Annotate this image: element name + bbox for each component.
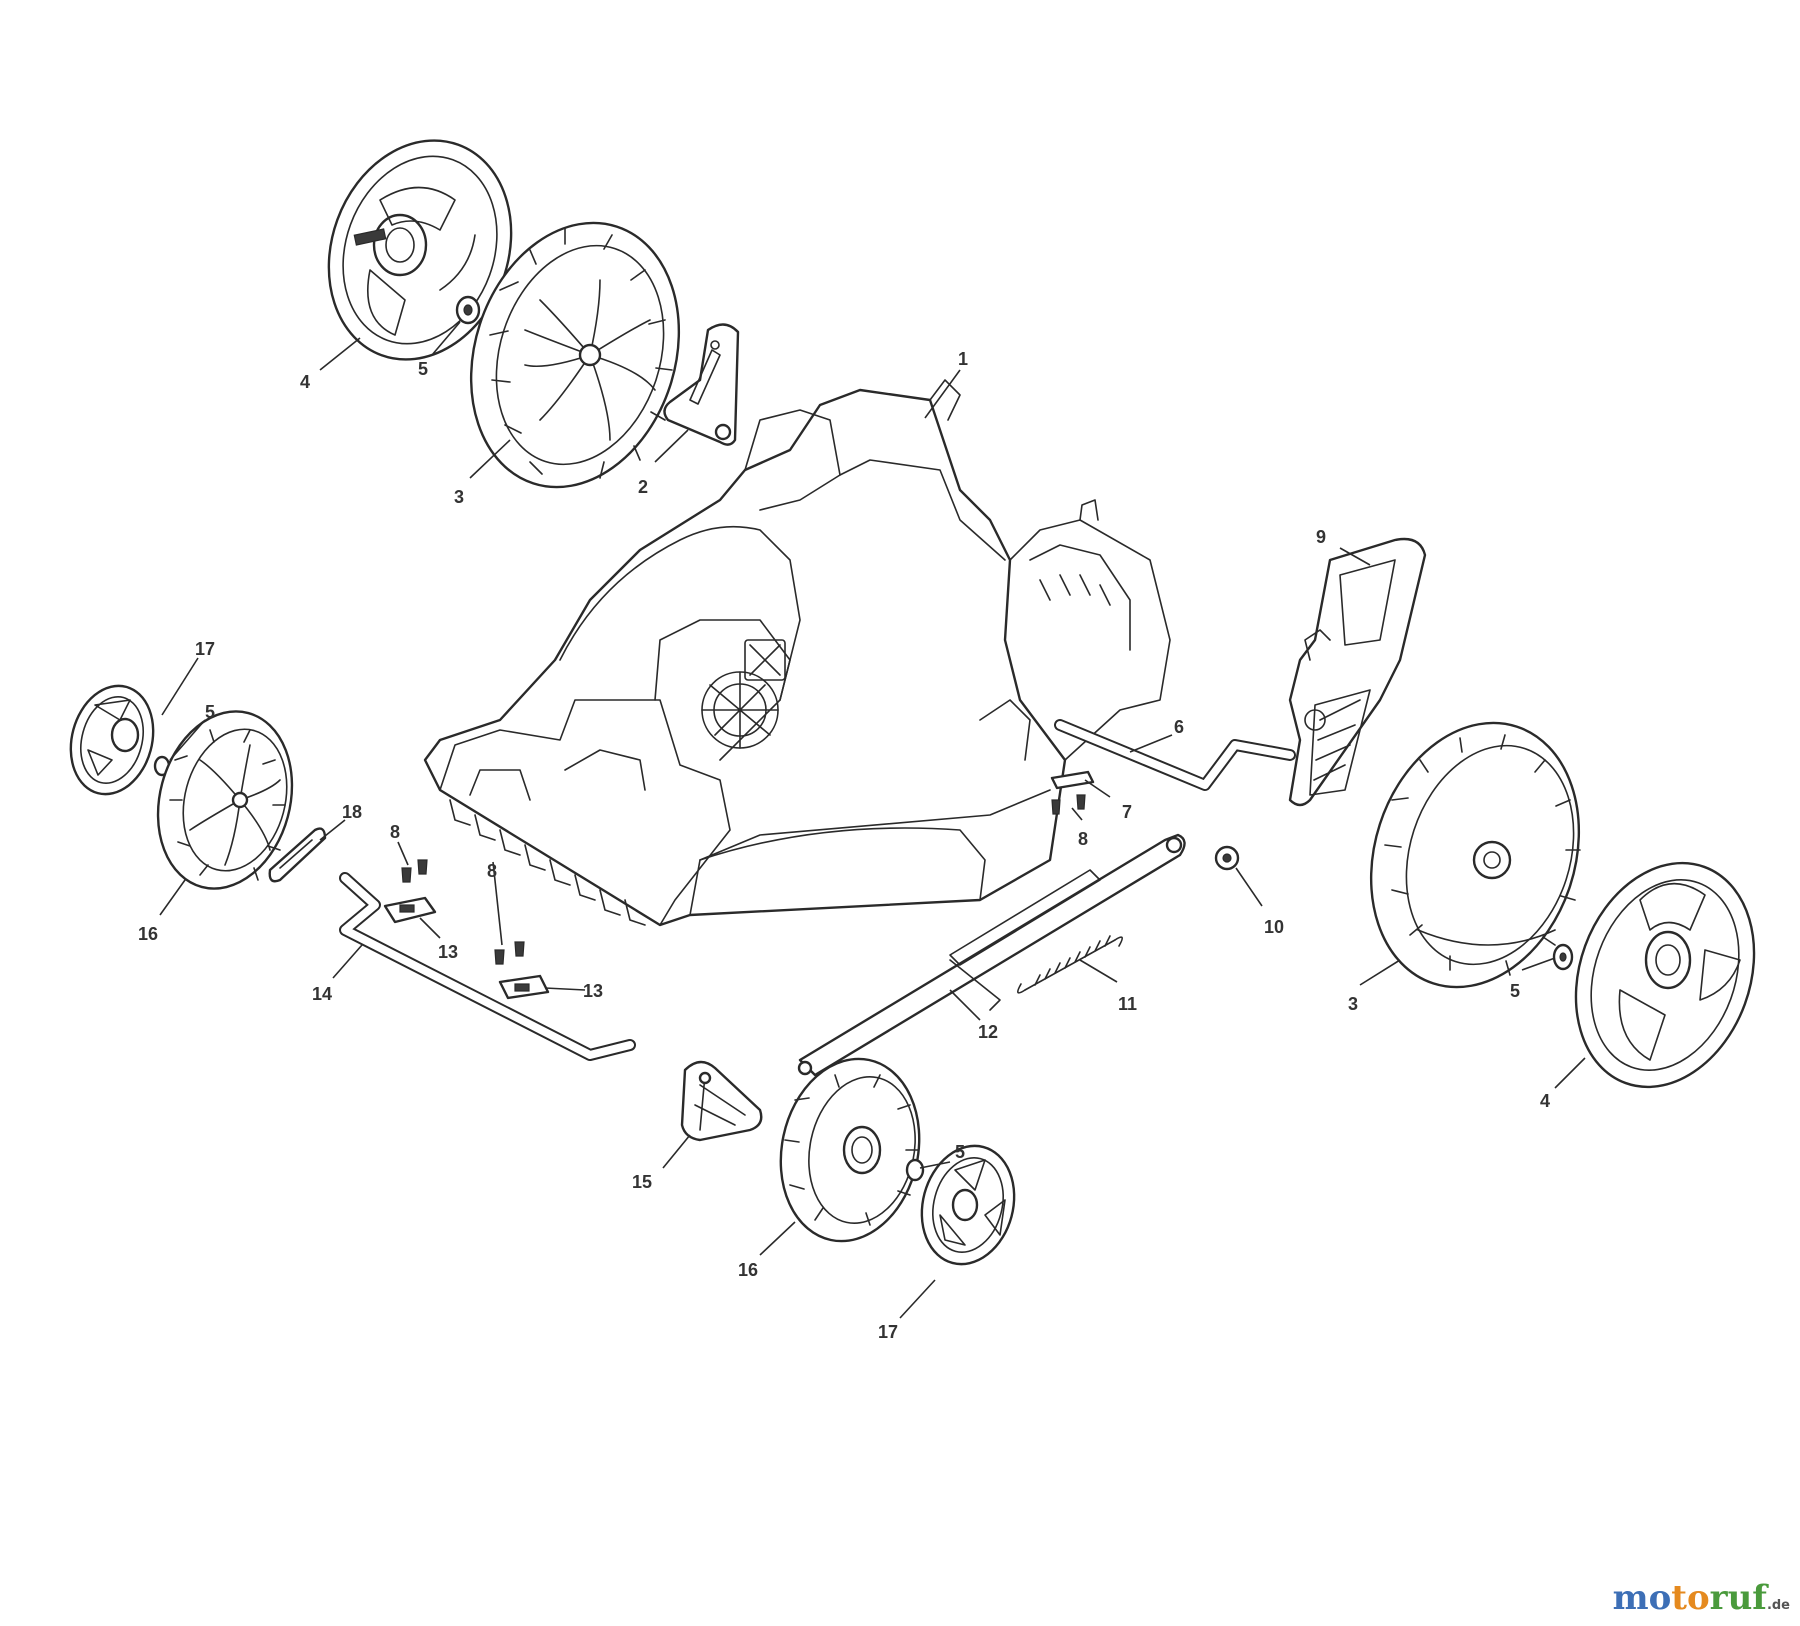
- part-clip-upper: [383, 896, 437, 924]
- callout-11: 11: [1118, 994, 1137, 1014]
- callout-12: 12: [978, 1022, 998, 1042]
- part-adjust-lever: [797, 833, 1186, 1077]
- callout-9: 9: [1316, 527, 1326, 547]
- part-mower-deck-housing: [423, 379, 1171, 927]
- callout-4: 4: [300, 372, 310, 392]
- callout-17: 17: [878, 1322, 898, 1342]
- callout-3: 3: [1348, 994, 1358, 1014]
- callout-2: 2: [638, 477, 648, 497]
- part-rear-wheel-right: [1369, 721, 1581, 989]
- callout-6: 6: [1174, 717, 1184, 737]
- callout-15: 15: [632, 1172, 652, 1192]
- brand-part-3: ruf: [1709, 1578, 1767, 1618]
- part-screws-left-lower: [494, 941, 525, 965]
- part-screws-right: [1051, 794, 1086, 815]
- part-rear-wheel-upper-left: [469, 221, 681, 489]
- part-screws-left-upper: [401, 859, 428, 883]
- callout-5: 5: [205, 702, 215, 722]
- part-washer-right: [1552, 943, 1574, 971]
- callout-16: 16: [738, 1260, 758, 1280]
- callout-18: 18: [342, 802, 362, 822]
- callout-13: 13: [583, 981, 603, 1001]
- callout-3: 3: [454, 487, 464, 507]
- callout-10: 10: [1264, 917, 1284, 937]
- part-handle-bracket: [1288, 537, 1427, 807]
- part-washer-upper: [455, 295, 481, 325]
- part-nut: [1214, 845, 1240, 871]
- part-spring: [1017, 935, 1123, 994]
- part-clip-lower: [498, 974, 550, 1000]
- brand-part-1: mo: [1612, 1578, 1672, 1618]
- part-front-wheel-bottom: [779, 1057, 921, 1243]
- callout-5: 5: [955, 1142, 965, 1162]
- part-wheel-cap-front-left: [69, 684, 155, 796]
- brand-part-2: to: [1671, 1578, 1710, 1618]
- callout-14: 14: [312, 984, 332, 1004]
- part-small-bracket: [268, 827, 327, 883]
- callout-8: 8: [1078, 829, 1088, 849]
- part-washer-bottom: [905, 1158, 925, 1182]
- part-wheel-cover-upper-left: [327, 139, 513, 361]
- callout-5: 5: [1510, 981, 1520, 1001]
- callout-4: 4: [1540, 1091, 1550, 1111]
- callout-16: 16: [138, 924, 158, 944]
- callout-1: 1: [958, 349, 968, 369]
- callout-5: 5: [418, 359, 428, 379]
- part-front-axle-rod: [339, 872, 636, 1061]
- part-front-bracket: [680, 1060, 763, 1142]
- callout-13: 13: [438, 942, 458, 962]
- part-wheel-cap-bottom: [920, 1144, 1016, 1266]
- callout-8: 8: [390, 822, 400, 842]
- callout-17: 17: [195, 639, 215, 659]
- part-height-adjust-plate: [663, 323, 740, 446]
- part-front-wheel-left: [156, 710, 294, 890]
- brand-watermark: motoruf.de: [1613, 1578, 1790, 1618]
- leader-lines: [159, 321, 1586, 1319]
- part-wheel-cover-right: [1574, 861, 1756, 1089]
- callout-8: 8: [487, 861, 497, 881]
- callout-labels: 1 2 3 4 5 6 7 8 9 10 11 12 3 5 4 17 5 16…: [138, 349, 1550, 1342]
- part-clip-plate: [1050, 770, 1095, 790]
- brand-tld: .de: [1766, 1598, 1790, 1613]
- callout-7: 7: [1122, 802, 1132, 822]
- part-rear-axle-rod: [1054, 719, 1296, 791]
